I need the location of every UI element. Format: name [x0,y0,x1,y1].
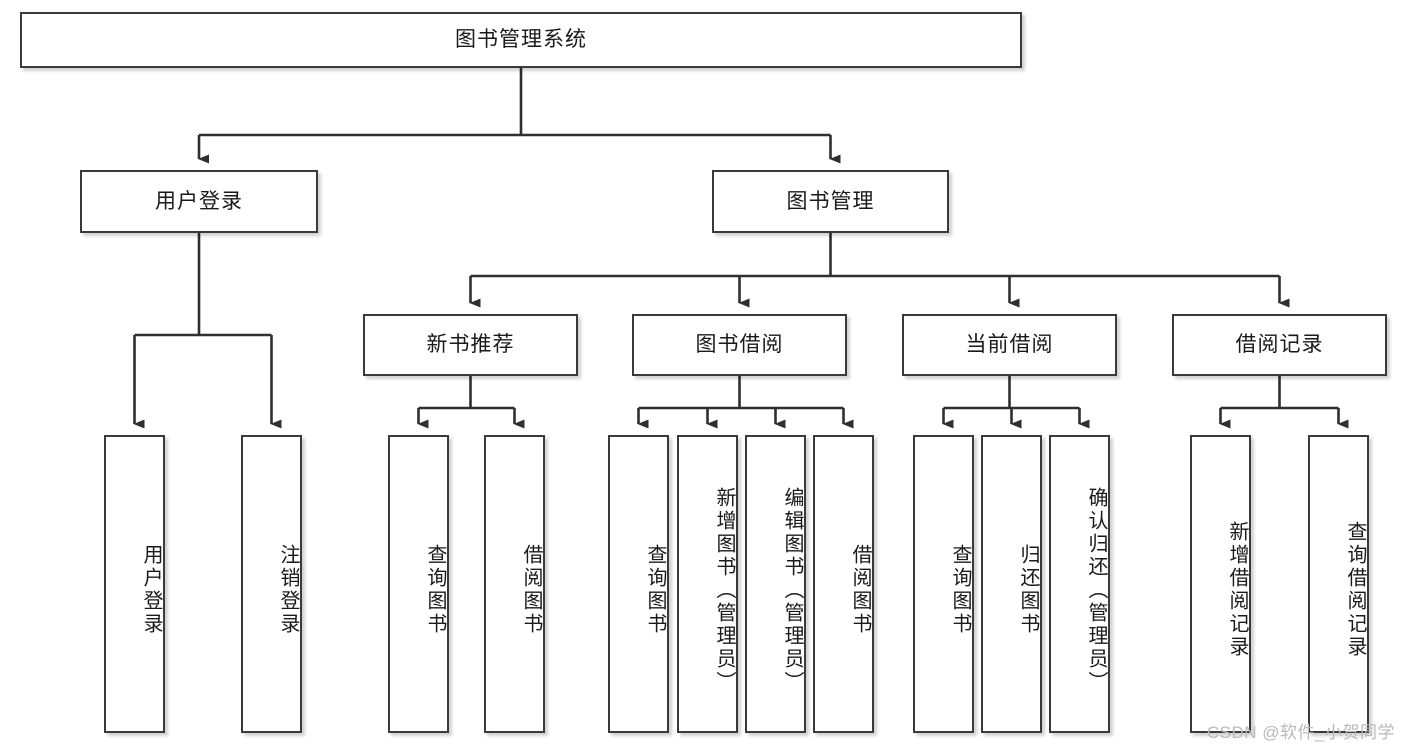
node-label: 图书借阅 [695,333,784,357]
node-leaf-confirm-return[interactable]: 确认归还（管理员） [1049,435,1110,733]
node-leaf-edit-book[interactable]: 编辑图书（管理员） [745,435,806,733]
node-leaf-add-book[interactable]: 新增图书（管理员） [677,435,738,733]
node-label: 新增图书（管理员） [713,486,735,694]
node-book-management[interactable]: 图书管理 [712,170,949,233]
node-label: 查询借阅记录 [1344,521,1366,659]
node-new-book-recommend[interactable]: 新书推荐 [363,314,578,376]
node-leaf-borrow-book[interactable]: 借阅图书 [813,435,874,733]
node-label: 查询图书 [949,544,971,636]
node-label: 借阅记录 [1235,333,1324,357]
node-root[interactable]: 图书管理系统 [20,12,1022,68]
node-label: 用户登录 [155,189,243,213]
node-label: 图书管理 [786,189,875,213]
node-leaf-return-book[interactable]: 归还图书 [981,435,1042,733]
node-label: 查询图书 [644,544,666,636]
node-leaf-user-logout[interactable]: 注销登录 [241,435,302,733]
node-label: 新增借阅记录 [1226,521,1248,659]
node-label: 归还图书 [1017,544,1039,636]
node-label: 借阅图书 [849,544,871,636]
node-label: 注销登录 [277,544,299,636]
watermark-label: CSDN @软件_小贺同学 [1206,723,1395,742]
node-label: 查询图书 [424,544,446,636]
node-leaf-user-login[interactable]: 用户登录 [104,435,165,733]
node-label: 用户登录 [140,544,162,636]
node-current-borrow[interactable]: 当前借阅 [902,314,1117,376]
node-book-borrow[interactable]: 图书借阅 [632,314,847,376]
node-leaf-query-borrow-record[interactable]: 查询借阅记录 [1308,435,1369,733]
node-borrow-record[interactable]: 借阅记录 [1172,314,1387,376]
node-leaf-add-borrow-record[interactable]: 新增借阅记录 [1190,435,1251,733]
node-user-login[interactable]: 用户登录 [80,170,318,233]
node-label: 编辑图书（管理员） [781,486,803,694]
node-leaf-query-book-current[interactable]: 查询图书 [913,435,974,733]
node-leaf-borrow-book-recommend[interactable]: 借阅图书 [484,435,545,733]
node-label: 确认归还（管理员） [1085,486,1107,694]
node-label: 当前借阅 [965,333,1054,357]
node-label: 新书推荐 [426,333,515,357]
node-leaf-query-book-borrow[interactable]: 查询图书 [608,435,669,733]
node-label: 图书管理系统 [455,28,587,52]
node-leaf-query-book-recommend[interactable]: 查询图书 [388,435,449,733]
node-label: 借阅图书 [520,544,542,636]
